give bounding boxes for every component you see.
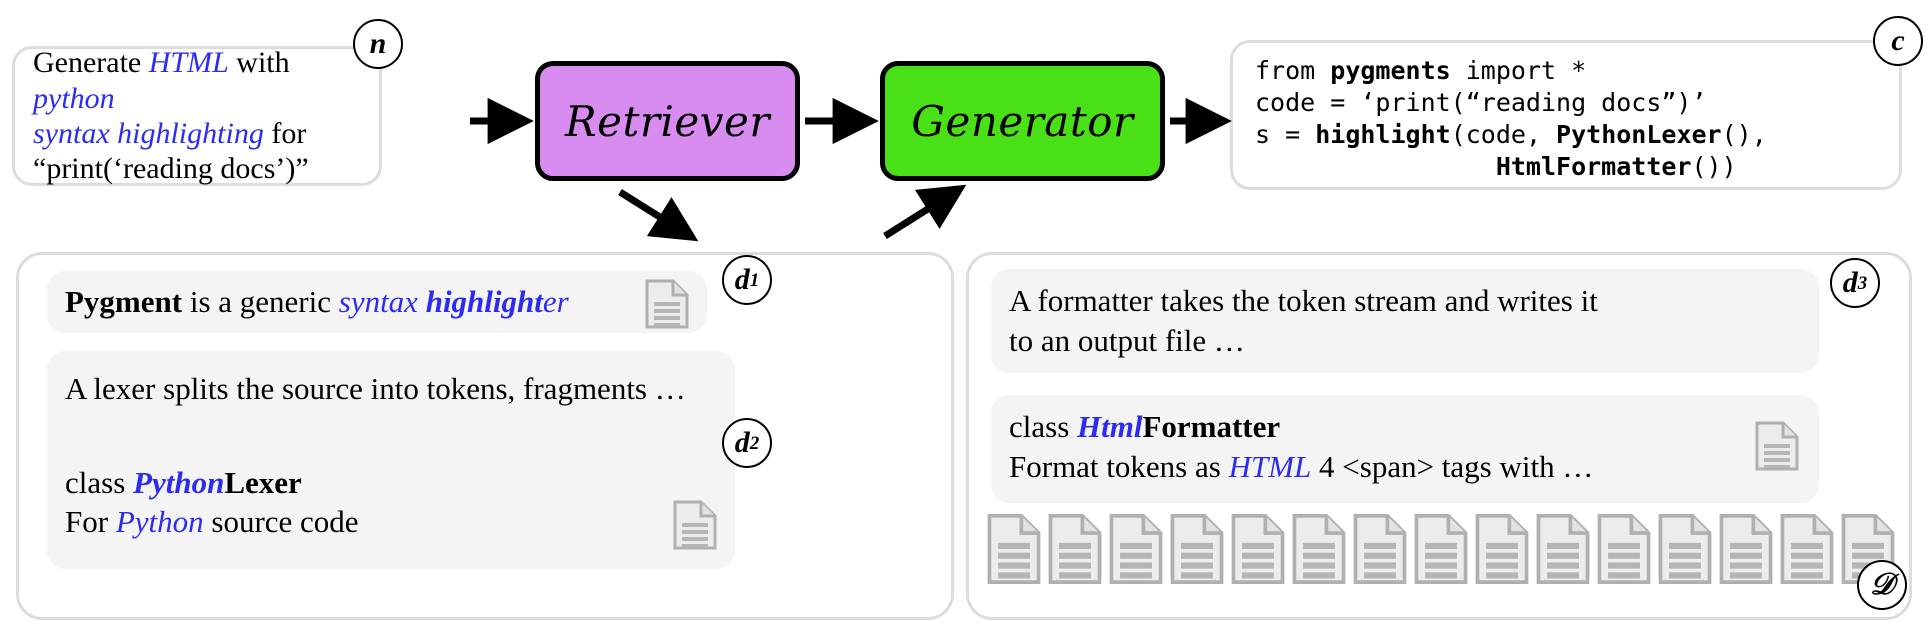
document-icon <box>1170 513 1224 590</box>
retriever-node[interactable]: Retriever <box>535 61 800 181</box>
code-l1a: from <box>1255 56 1331 85</box>
code-output-box[interactable]: from pygments import * code = ‘print(“re… <box>1230 40 1902 190</box>
d2-line2: class PythonLexer <box>65 463 717 503</box>
generator-node[interactable]: Generator <box>880 61 1165 181</box>
retrieved-documents-right-panel: A formatter takes the token stream and w… <box>966 252 1912 620</box>
code-htmlformatter-token: HtmlFormatter <box>1495 152 1692 181</box>
document-icon <box>1231 513 1285 590</box>
arrow-documents-to-generator <box>883 184 967 239</box>
retrieved-documents-left-panel: Pygment is a generic syntax highlighter … <box>16 252 954 620</box>
d2-l2c: Lexer <box>224 464 302 500</box>
d3-html-italic-token: HTML <box>1228 448 1312 484</box>
prompt-text: Generate HTML with python syntax highlig… <box>33 45 363 187</box>
document-icon <box>1353 513 1407 590</box>
d2-line1: A lexer splits the source into tokens, f… <box>65 371 686 406</box>
tag-d2-sub: 2 <box>749 432 760 454</box>
tag-corpus-D-label: 𝒟 <box>1870 568 1894 601</box>
d2-python-italic-token: Python <box>115 504 204 540</box>
document-icon <box>1292 513 1346 590</box>
document-icon <box>1475 513 1529 590</box>
document-icon <box>1597 513 1651 590</box>
d2-python-token: Python <box>133 464 225 500</box>
tag-c: c <box>1873 16 1923 66</box>
prompt-line1-a: Generate <box>33 46 149 80</box>
document-snippet-d1-text: Pygment is a generic syntax highlighter <box>65 282 569 322</box>
document-icon <box>1414 513 1468 590</box>
document-icon <box>987 513 1041 590</box>
tag-d1-label: d <box>734 263 750 296</box>
code-l1c: import * <box>1450 56 1587 85</box>
retriever-label: Retriever <box>565 96 770 146</box>
document-icon <box>1048 513 1102 590</box>
tag-d3-label: d <box>1842 266 1858 299</box>
d3-l4c: 4 <span> tags with … <box>1311 448 1594 484</box>
code-l3c: (code, <box>1450 120 1557 149</box>
d2-l3c: source code <box>203 504 359 540</box>
code-output-text: from pygments import * code = ‘print(“re… <box>1255 55 1889 183</box>
d3-l3a: class <box>1009 409 1078 444</box>
tag-c-label: c <box>1891 24 1905 57</box>
d3-line2: to an output file … <box>1009 322 1245 358</box>
code-l4a <box>1255 152 1496 181</box>
d3-line3: class HtmlFormatter <box>1009 407 1801 447</box>
prompt-line1-c: with <box>228 46 290 80</box>
code-l4c: ()) <box>1691 152 1737 181</box>
d2-line3: For Python source code <box>65 502 717 542</box>
document-icon <box>1780 513 1834 590</box>
arrow-retriever-to-documents <box>618 189 699 242</box>
prompt-python-token: python <box>33 81 115 115</box>
d1-seg1: Pygment <box>65 284 183 320</box>
d1-seg5: er <box>542 284 569 320</box>
document-icon <box>645 279 689 334</box>
document-icon <box>1658 513 1712 590</box>
document-snippet-d1[interactable]: Pygment is a generic syntax highlighter <box>47 271 707 333</box>
document-snippet-d3-top[interactable]: A formatter takes the token stream and w… <box>991 269 1819 373</box>
code-l3a: s = <box>1255 120 1316 149</box>
code-pygments-token: pygments <box>1330 56 1451 85</box>
document-icon <box>673 500 717 555</box>
d3-html-token: Html <box>1077 409 1143 444</box>
tag-d1-sub: 1 <box>749 269 760 291</box>
prompt-line3: “print(‘reading docs’)” <box>33 152 309 186</box>
prompt-syntax-highlighting-token: syntax highlighting <box>33 117 264 150</box>
document-icon <box>1536 513 1590 590</box>
code-pythonlexer-token: PythonLexer <box>1556 120 1722 149</box>
prompt-line2-b: for <box>263 117 307 150</box>
d2-l3a: For <box>65 504 116 540</box>
d1-seg4: highlight <box>425 284 543 320</box>
d3-line1: A formatter takes the token stream and w… <box>1009 283 1598 318</box>
document-snippet-d2[interactable]: A lexer splits the source into tokens, f… <box>47 351 735 569</box>
d3-l3c: Formatter <box>1142 409 1281 444</box>
tag-n: n <box>353 19 403 69</box>
prompt-box[interactable]: Generate HTML with python syntax highlig… <box>12 46 382 186</box>
tag-d2-label: d <box>734 426 750 459</box>
d1-seg3: syntax <box>338 284 426 320</box>
document-snippet-d3-bottom[interactable]: class HtmlFormatter Format tokens as HTM… <box>991 395 1819 503</box>
prompt-html-token: HTML <box>148 46 229 80</box>
code-highlight-token: highlight <box>1315 120 1451 149</box>
d3-l4a: Format tokens as <box>1009 448 1229 484</box>
code-l2: code = ‘print(“reading docs”)’ <box>1255 88 1707 117</box>
generator-label: Generator <box>911 96 1134 146</box>
code-l3e: (), <box>1721 120 1767 149</box>
document-icon <box>1719 513 1773 590</box>
d1-seg2: is a generic <box>182 284 339 320</box>
tag-d3-sub: 3 <box>1857 272 1868 294</box>
tag-corpus-D: 𝒟 <box>1857 560 1907 610</box>
document-icon <box>1109 513 1163 590</box>
tag-n-label: n <box>369 27 387 60</box>
document-icon <box>1755 421 1799 476</box>
d3-line4: Format tokens as HTML 4 <span> tags with… <box>1009 447 1801 487</box>
corpus-document-row <box>987 513 1895 590</box>
d2-l2a: class <box>65 464 134 500</box>
